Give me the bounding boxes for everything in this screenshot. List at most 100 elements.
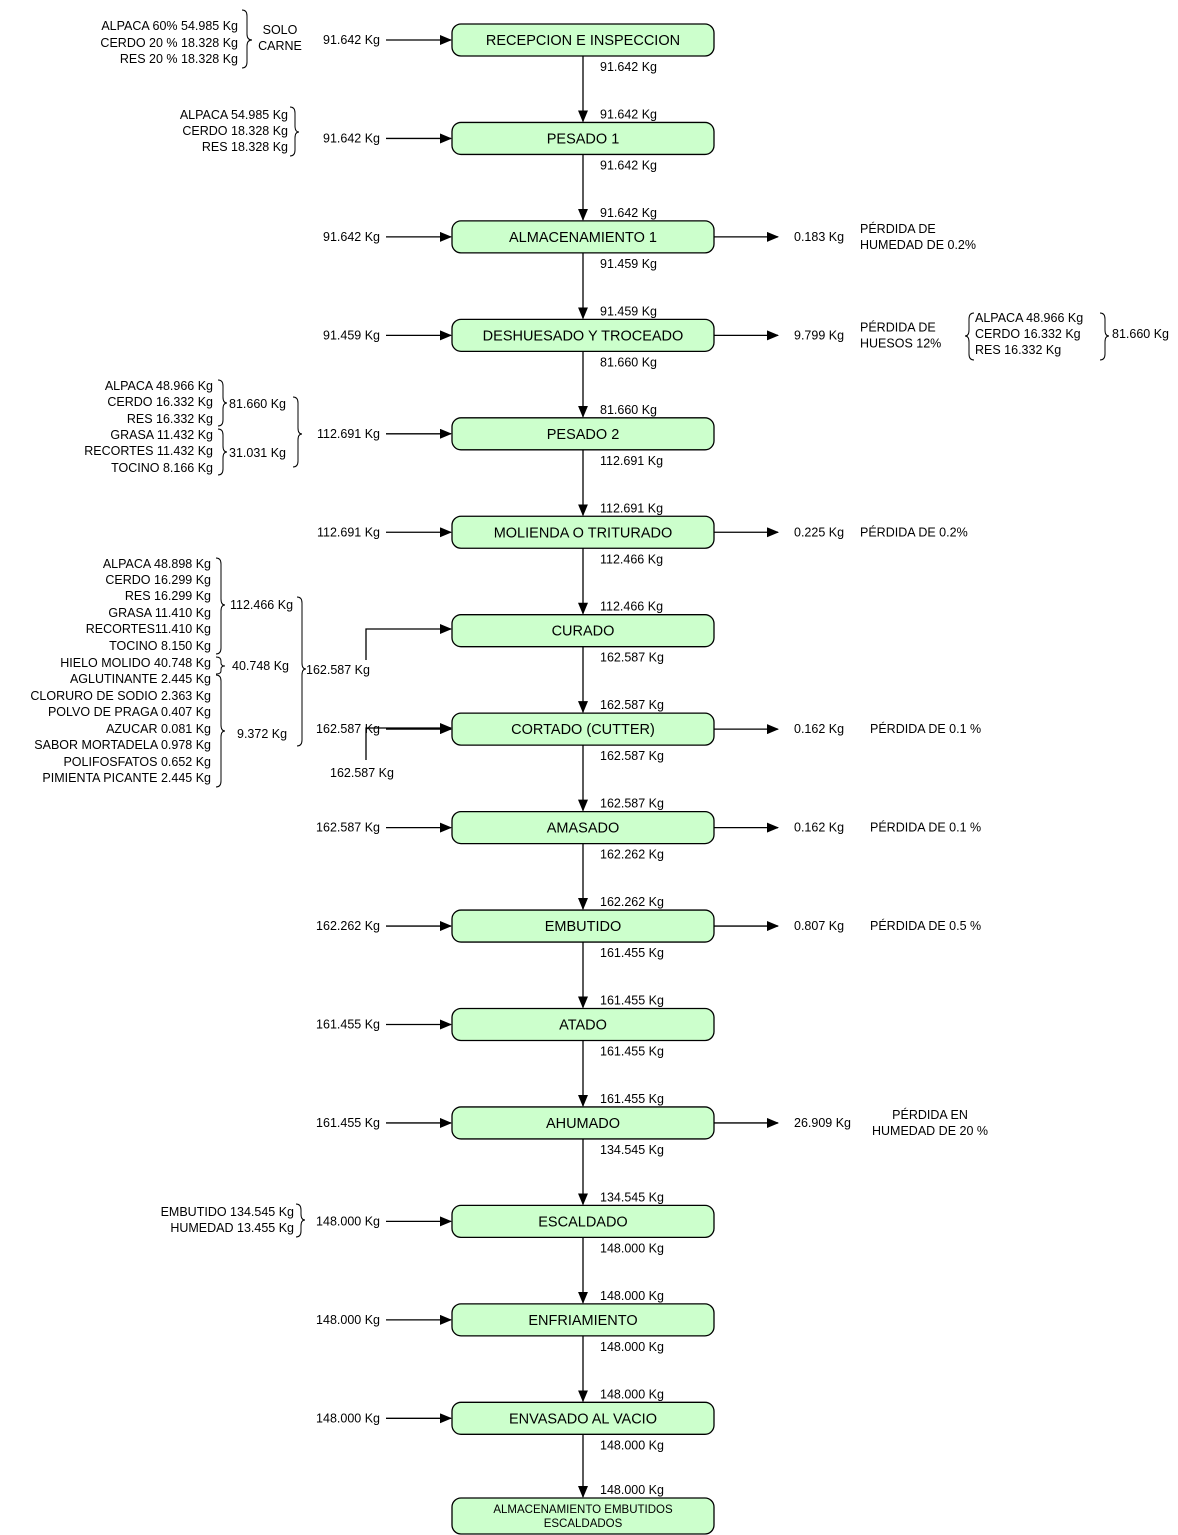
curado-meat-line: GRASA 11.410 Kg [108,606,211,620]
curado-meat-line: RECORTES11.410 Kg [86,622,211,636]
deshuesado-output-group: ALPACA 48.966 Kg CERDO 16.332 Kg RES 16.… [964,311,1169,361]
step-output-weight: 91.459 Kg [600,257,657,271]
loss-output-weight: 0.225 Kg [794,525,844,539]
step-output-weight: 162.587 Kg [600,651,664,665]
curado-input-group: ALPACA 48.898 Kg CERDO 16.299 Kg RES 16.… [30,557,452,788]
process-step-label: ALMACENAMIENTO 1 [509,230,657,246]
step-input-weight: 148.000 Kg [600,1289,664,1303]
escaldado-input-line: EMBUTIDO 134.545 Kg [161,1205,294,1219]
curado-total-brace [296,596,307,747]
escaldado-input-line: HUMEDAD 13.455 Kg [170,1221,294,1235]
pesado2-meat-line: RES 16.332 Kg [127,412,213,426]
side-input-weight: 161.455 Kg [316,1018,380,1032]
step-input-weight: 162.587 Kg [600,698,664,712]
step-output-weight: 81.660 Kg [600,355,657,369]
side-input-weight: 91.642 Kg [323,131,380,145]
curado-additive-brace [215,674,226,788]
curado-meat-line: ALPACA 48.898 Kg [103,557,211,571]
curado-meat-brace [215,557,226,655]
loss-output-weight: 9.799 Kg [794,328,844,342]
step-output-weight: 148.000 Kg [600,1340,664,1354]
step-input-weight: 162.587 Kg [600,797,664,811]
pesado1-brace [289,106,300,157]
process-step: ENFRIAMIENTO 148.000 Kg 148.000 Kg 148.000 … [316,1289,715,1403]
pesado1-input-line: CERDO 18.328 Kg [182,124,288,138]
escaldado-brace [295,1203,306,1238]
process-step-label: CURADO [552,624,615,640]
curado-additive-line: AGLUTINANTE 2.445 Kg [70,672,211,686]
process-step-label: EMBUTIDO [545,919,622,935]
reception-input-line: RES 20 % 18.328 Kg [120,52,238,66]
pesado2-input-group: ALPACA 48.966 Kg CERDO 16.332 Kg RES 16.… [84,379,303,476]
loss-note: PÉRDIDA EN [892,1107,968,1122]
loss-output-weight: 0.162 Kg [794,722,844,736]
process-step-label: PESADO 1 [547,131,620,147]
side-input-weight: 162.587 Kg [316,821,380,835]
reception-input-group: ALPACA 60% 54.985 Kg CERDO 20 % 18.328 K… [100,9,302,69]
escaldado-input-group: EMBUTIDO 134.545 Kg HUMEDAD 13.455 Kg [161,1203,306,1238]
curado-meat-line: TOCINO 8.150 Kg [109,639,211,653]
step-output-weight: 112.466 Kg [600,552,663,566]
reception-group-label: SOLO [263,23,298,37]
reception-input-line: CERDO 20 % 18.328 Kg [100,36,238,50]
pesado2-meat-total: 81.660 Kg [229,397,286,411]
step-input-weight: 81.660 Kg [600,403,657,417]
pesado2-fat-total: 31.031 Kg [229,446,286,460]
curado-additive-total: 9.372 Kg [237,727,287,741]
step-output-weight: 148.000 Kg [600,1241,664,1255]
curado-grand-total: 162.587 Kg [306,663,370,677]
side-input-weight: 91.642 Kg [323,33,380,47]
curado-ice-brace [215,656,226,675]
curado-meat-total: 112.466 Kg [230,598,293,612]
step-output-weight: 148.000 Kg [600,1438,664,1452]
process-step: RECEPCION E INSPECCION 91.642 Kg 91.642 Kg [323,23,715,123]
loss-note: PÉRDIDA DE [860,221,936,236]
step-output-weight: 134.545 Kg [600,1143,664,1157]
final-storage-box [451,1497,715,1535]
step-input-weight: 112.691 Kg [600,501,663,515]
process-step-label: ENFRIAMIENTO [528,1313,637,1329]
curado-ice-line: HIELO MOLIDO 40.748 Kg [60,656,211,670]
cutter-feed-arrow [365,723,452,760]
loss-note: HUMEDAD DE 0.2% [860,238,976,252]
step-input-weight: 91.642 Kg [600,107,657,121]
process-step: ATADO 161.455 Kg 161.455 Kg 161.455 Kg [316,994,715,1107]
curado-additive-line: AZUCAR 0.081 Kg [106,722,211,736]
curado-feed-arrow [365,624,452,660]
deshuesado-output-line: ALPACA 48.966 Kg [975,311,1083,325]
loss-note: HUMEDAD DE 20 % [872,1124,988,1138]
side-input-weight: 91.459 Kg [323,328,380,342]
process-step-label: ATADO [559,1018,607,1034]
step-output-weight: 162.587 Kg [600,749,664,763]
final-storage-label: ESCALDADOS [544,1518,623,1530]
process-step-label: ESCALDADO [538,1214,627,1230]
step-output-weight: 161.455 Kg [600,1045,664,1059]
side-input-weight: 148.000 Kg [316,1313,380,1327]
pesado2-fat-brace [217,428,228,476]
side-input-weight: 161.455 Kg [316,1116,380,1130]
step-input-weight: 161.455 Kg [600,1092,664,1106]
loss-note: PÉRDIDA DE [860,319,936,334]
process-step-label: DESHUESADO Y TROCEADO [483,328,684,344]
process-step-label: CORTADO (CUTTER) [511,722,655,738]
side-input-weight: 112.691 Kg [317,525,380,539]
final-storage-label: ALMACENAMIENTO EMBUTIDOS [493,1504,673,1516]
step-output-weight: 161.455 Kg [600,946,664,960]
curado-additive-line: PIMIENTA PICANTE 2.445 Kg [42,771,211,785]
pesado1-input-line: ALPACA 54.985 Kg [180,108,288,122]
process-step-label: AMASADO [547,821,620,837]
side-input-weight: 148.000 Kg [316,1214,380,1228]
step-output-weight: 91.642 Kg [600,60,657,74]
process-step-label: RECEPCION E INSPECCION [486,33,680,49]
process-step-label: MOLIENDA O TRITURADO [494,525,673,541]
step-input-weight: 91.459 Kg [600,304,657,318]
step-output-weight: 162.262 Kg [600,848,664,862]
pesado2-meat-line: ALPACA 48.966 Kg [105,379,213,393]
